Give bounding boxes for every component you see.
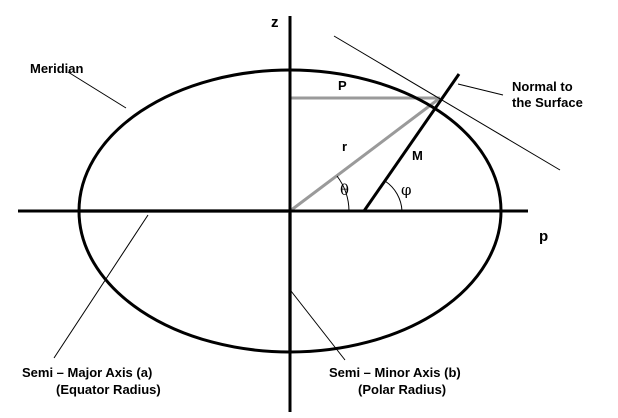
normal-label-line2: the Surface (512, 95, 583, 110)
meridian-leader-line (67, 71, 127, 109)
z-axis-label: z (271, 14, 279, 31)
M-label: M (412, 148, 423, 163)
tangent-line (333, 35, 561, 171)
semi-minor-label-line1: Semi – Minor Axis (b) (329, 365, 461, 380)
semi-major-label-line2: (Equator Radius) (56, 382, 161, 397)
semi-minor-label-line2: (Polar Radius) (358, 382, 446, 397)
theta-angle-arc (336, 175, 350, 212)
semi-major-label-line1: Semi – Major Axis (a) (22, 365, 152, 380)
r-radius-line (289, 96, 441, 213)
r-label: r (342, 139, 347, 154)
phi-angle-arc (384, 180, 403, 212)
p-axis-label: p (539, 228, 548, 245)
phi-label: φ (401, 181, 412, 199)
normal-line-M (362, 73, 461, 212)
semi-minor-leader-line (290, 290, 346, 361)
semi-major-leader-line (53, 214, 149, 359)
theta-label: θ (340, 181, 349, 199)
normal-label-line1: Normal to (512, 79, 573, 94)
meridian-label: Meridian (30, 61, 84, 76)
normal-leader-line (457, 83, 504, 96)
P-label: P (338, 78, 347, 93)
